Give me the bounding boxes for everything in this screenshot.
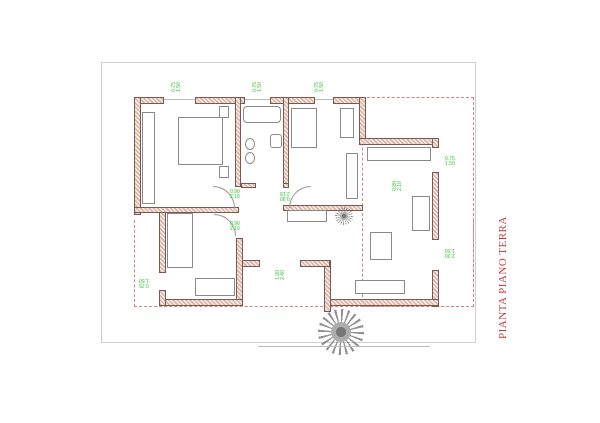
desk-3 [195,278,235,296]
wall-left-upper [134,97,141,215]
single-bed-2 [291,108,317,148]
sideboard [287,210,327,222]
wall-left-lower [159,208,166,273]
lower-outline [134,220,474,307]
plant-icon [335,207,353,225]
wall-corridor-left [134,207,239,213]
wall-bottom-right [330,299,439,306]
wall-right-lower [432,270,439,307]
window-top-right [315,99,333,100]
desk-2 [340,108,354,138]
wall-bedroom-bath [235,97,241,187]
sofa [412,196,430,231]
wall-bath-bottom [241,183,256,188]
nightstand-2 [219,166,229,178]
tree-icon [318,309,364,355]
bathtub [243,106,281,123]
bidet [245,138,255,150]
wall-right-kitchen [432,138,439,148]
drawing-title: PIANTA PIANO TERRA [497,216,509,340]
kitchen-counter [367,147,431,161]
window-top-bath [245,99,270,100]
sink [270,134,282,148]
wall-bath-bottom2 [283,183,289,188]
double-bed [178,117,223,165]
wall-right-living [432,172,439,240]
wall-left-lower2 [159,290,166,306]
dining-table [370,232,392,260]
wardrobe-master [142,112,155,204]
wall-bottom-left [159,299,243,306]
tv-unit [355,280,405,294]
ground-line [258,346,430,347]
wall-entry-top-right [300,260,330,267]
single-bed-3 [167,213,193,268]
drawing-sheet-border [101,62,476,343]
toilet [245,152,255,164]
wall-entry-right [324,260,331,312]
wall-right-upper [359,97,366,142]
wall-entry-left [236,238,243,306]
wall-top-mid2 [270,97,315,104]
wall-kitchen-top [359,138,439,145]
wall-top-mid [195,97,245,104]
nightstand-1 [219,106,229,118]
wardrobe-2 [346,153,358,199]
wall-bath-bedroom2 [283,97,289,187]
window-top-left [164,99,195,100]
